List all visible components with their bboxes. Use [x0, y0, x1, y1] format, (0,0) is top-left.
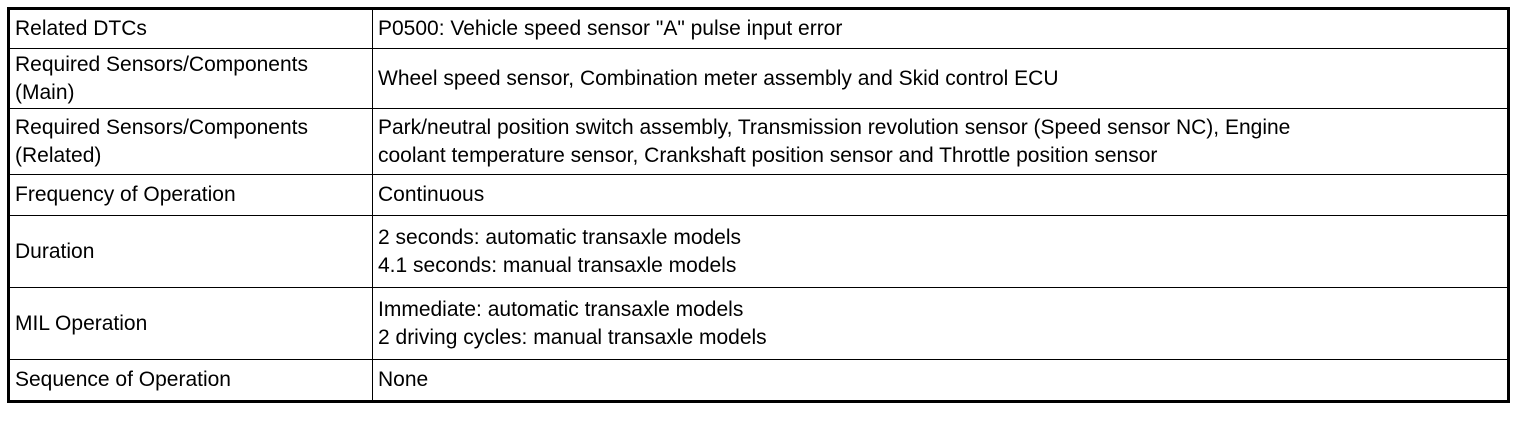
value-line: 4.1 seconds: manual transaxle models	[378, 253, 737, 277]
label-line: Required Sensors/Components	[15, 115, 308, 139]
value-line: P0500: Vehicle speed sensor "A" pulse in…	[378, 17, 843, 40]
row-label: Duration	[8, 215, 373, 288]
table-row: MIL Operation Immediate: automatic trans…	[8, 287, 1509, 360]
row-value: Immediate: automatic transaxle models 2 d…	[372, 287, 1509, 360]
label-line: MIL Operation	[15, 311, 148, 335]
table-row: Required Sensors/Components (Related) Par…	[8, 108, 1509, 175]
row-value: None	[372, 359, 1509, 402]
table-row: Sequence of Operation None	[8, 359, 1509, 402]
row-value: Wheel speed sensor, Combination meter as…	[372, 48, 1509, 109]
value-line: None	[378, 368, 429, 391]
value-line: coolant temperature sensor, Crankshaft p…	[378, 143, 1158, 167]
label-line: Sequence of Operation	[15, 368, 231, 391]
row-label: Required Sensors/Components (Main)	[8, 48, 373, 109]
row-value: P0500: Vehicle speed sensor "A" pulse in…	[372, 8, 1509, 49]
table-row: Frequency of Operation Continuous	[8, 174, 1509, 216]
label-line: Frequency of Operation	[15, 183, 236, 206]
monitor-spec-table: Related DTCs P0500: Vehicle speed sensor…	[7, 7, 1510, 403]
table-row: Related DTCs P0500: Vehicle speed sensor…	[8, 8, 1509, 49]
row-label: Required Sensors/Components (Related)	[8, 108, 373, 175]
value-line: Park/neutral position switch assembly, T…	[378, 115, 1291, 139]
label-line: (Main)	[15, 80, 75, 104]
value-line: Continuous	[378, 183, 485, 206]
row-value: 2 seconds: automatic transaxle models 4.1…	[372, 215, 1509, 288]
row-label: Frequency of Operation	[8, 174, 373, 216]
table-row: Required Sensors/Components (Main) Wheel …	[8, 48, 1509, 109]
value-line: 2 seconds: automatic transaxle models	[378, 225, 742, 249]
label-line: Related DTCs	[15, 17, 147, 40]
label-line: (Related)	[15, 143, 102, 167]
value-line: 2 driving cycles: manual transaxle model…	[378, 325, 767, 349]
value-line: Immediate: automatic transaxle models	[378, 297, 744, 321]
label-line: Duration	[15, 239, 95, 263]
table-row: Duration 2 seconds: automatic transaxle …	[8, 215, 1509, 288]
row-label: MIL Operation	[8, 287, 373, 360]
value-line: Wheel speed sensor, Combination meter as…	[378, 66, 1059, 90]
row-value: Continuous	[372, 174, 1509, 216]
row-value: Park/neutral position switch assembly, T…	[372, 108, 1509, 175]
label-line: Required Sensors/Components	[15, 52, 308, 76]
row-label: Sequence of Operation	[8, 359, 373, 402]
row-label: Related DTCs	[8, 8, 373, 49]
